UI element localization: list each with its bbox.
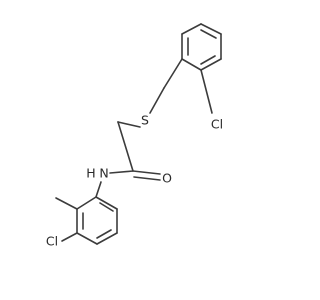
bonds <box>55 23 222 245</box>
atom-nitrogen: N <box>99 166 108 181</box>
bond-ring-b-inner-2 <box>96 229 112 239</box>
atom-hydrogen: H <box>86 166 95 181</box>
bond-carbonyl-o-2 <box>133 176 161 181</box>
atom-chlorine-top: Cl <box>211 117 223 132</box>
bond-ring-a-5 <box>181 58 202 71</box>
bond-n-to-ring-b <box>95 181 102 198</box>
bond-ring-a-to-cl <box>200 69 213 114</box>
bond-ring-b-1 <box>95 196 118 210</box>
bond-s-to-ch2 <box>117 121 141 128</box>
bond-ring-b-3 <box>96 232 118 245</box>
bond-ring-a-1 <box>181 23 202 35</box>
bond-ring-b-6 <box>76 196 97 210</box>
molecule-structure: S Cl O N H Cl <box>46 23 223 249</box>
atom-chlorine-bottom: Cl <box>46 234 58 249</box>
bond-carbonyl-to-n <box>109 170 134 174</box>
bond-ring-a-4 <box>200 58 222 71</box>
bond-ring-b-4 <box>76 232 98 245</box>
bond-ring-a-2 <box>200 23 222 35</box>
bond-ring-a-inner-2 <box>200 55 216 65</box>
bond-ring-b-inner-1 <box>99 202 114 212</box>
atom-sulfur: S <box>141 113 149 128</box>
bond-ring-a-to-ch2 <box>163 58 183 89</box>
bond-ch2-to-carbonyl <box>117 121 134 172</box>
bond-ring-a-inner-1 <box>200 29 217 39</box>
bond-carbonyl-o-1 <box>132 170 161 175</box>
bond-methyl <box>55 197 78 210</box>
atom-oxygen: O <box>162 171 172 186</box>
bond-ch2-to-s <box>149 87 165 114</box>
bond-ring-b-to-cl <box>61 232 78 242</box>
atom-labels: S Cl O N H Cl <box>46 113 223 249</box>
